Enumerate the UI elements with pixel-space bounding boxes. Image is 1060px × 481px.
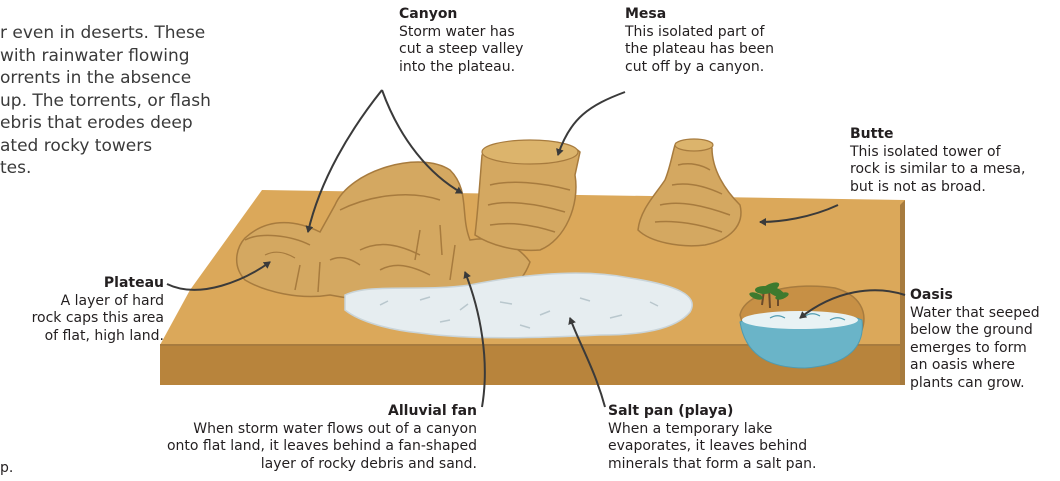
oasis-desc-line: an oasis where: [910, 357, 1040, 375]
plateau-title: Plateau: [32, 275, 164, 293]
salt-pan-label: Salt pan (playa) When a temporary lake e…: [608, 403, 816, 473]
plateau-desc-line: rock caps this area: [32, 310, 164, 328]
butte: [638, 141, 741, 246]
alluvial-fan-label: Alluvial fan When storm water flows out …: [167, 403, 477, 473]
alluvial-fan-title: Alluvial fan: [167, 403, 477, 421]
mesa-desc-line: This isolated part of: [625, 24, 774, 42]
mesa-title: Mesa: [625, 6, 774, 24]
canyon-title: Canyon: [399, 6, 523, 24]
mesa-desc-line: the plateau has been: [625, 41, 774, 59]
mesa-desc-line: cut off by a canyon.: [625, 59, 774, 77]
alluvial-fan-desc-line: onto flat land, it leaves behind a fan-s…: [167, 438, 477, 456]
oasis-desc-line: Water that seeped: [910, 305, 1040, 323]
salt-pan-title: Salt pan (playa): [608, 403, 816, 421]
butte-desc-line: rock is similar to a mesa,: [850, 161, 1025, 179]
plateau-label: Plateau A layer of hard rock caps this a…: [32, 275, 164, 345]
alluvial-fan-desc-line: When storm water flows out of a canyon: [167, 421, 477, 439]
canyon-desc-line: Storm water has: [399, 24, 523, 42]
butte-title: Butte: [850, 126, 1025, 144]
alluvial-fan-desc-line: layer of rocky debris and sand.: [167, 456, 477, 474]
butte-label: Butte This isolated tower of rock is sim…: [850, 126, 1025, 196]
oasis-desc-line: emerges to form: [910, 340, 1040, 358]
salt-pan-desc-line: minerals that form a salt pan.: [608, 456, 816, 474]
oasis-desc-line: plants can grow.: [910, 375, 1040, 393]
plateau-desc-line: A layer of hard: [32, 293, 164, 311]
ground-side-right: [900, 200, 905, 385]
salt-pan-desc-line: evaporates, it leaves behind: [608, 438, 816, 456]
canyon-label: Canyon Storm water has cut a steep valle…: [399, 6, 523, 76]
salt-pan-desc-line: When a temporary lake: [608, 421, 816, 439]
canyon-desc-line: cut a steep valley: [399, 41, 523, 59]
oasis-title: Oasis: [910, 287, 1040, 305]
canyon-desc-line: into the plateau.: [399, 59, 523, 77]
butte-desc-line: but is not as broad.: [850, 179, 1025, 197]
mesa-label: Mesa This isolated part of the plateau h…: [625, 6, 774, 76]
butte-desc-line: This isolated tower of: [850, 144, 1025, 162]
oasis-label: Oasis Water that seeped below the ground…: [910, 287, 1040, 392]
plateau-desc-line: of flat, high land.: [32, 328, 164, 346]
oasis-desc-line: below the ground: [910, 322, 1040, 340]
